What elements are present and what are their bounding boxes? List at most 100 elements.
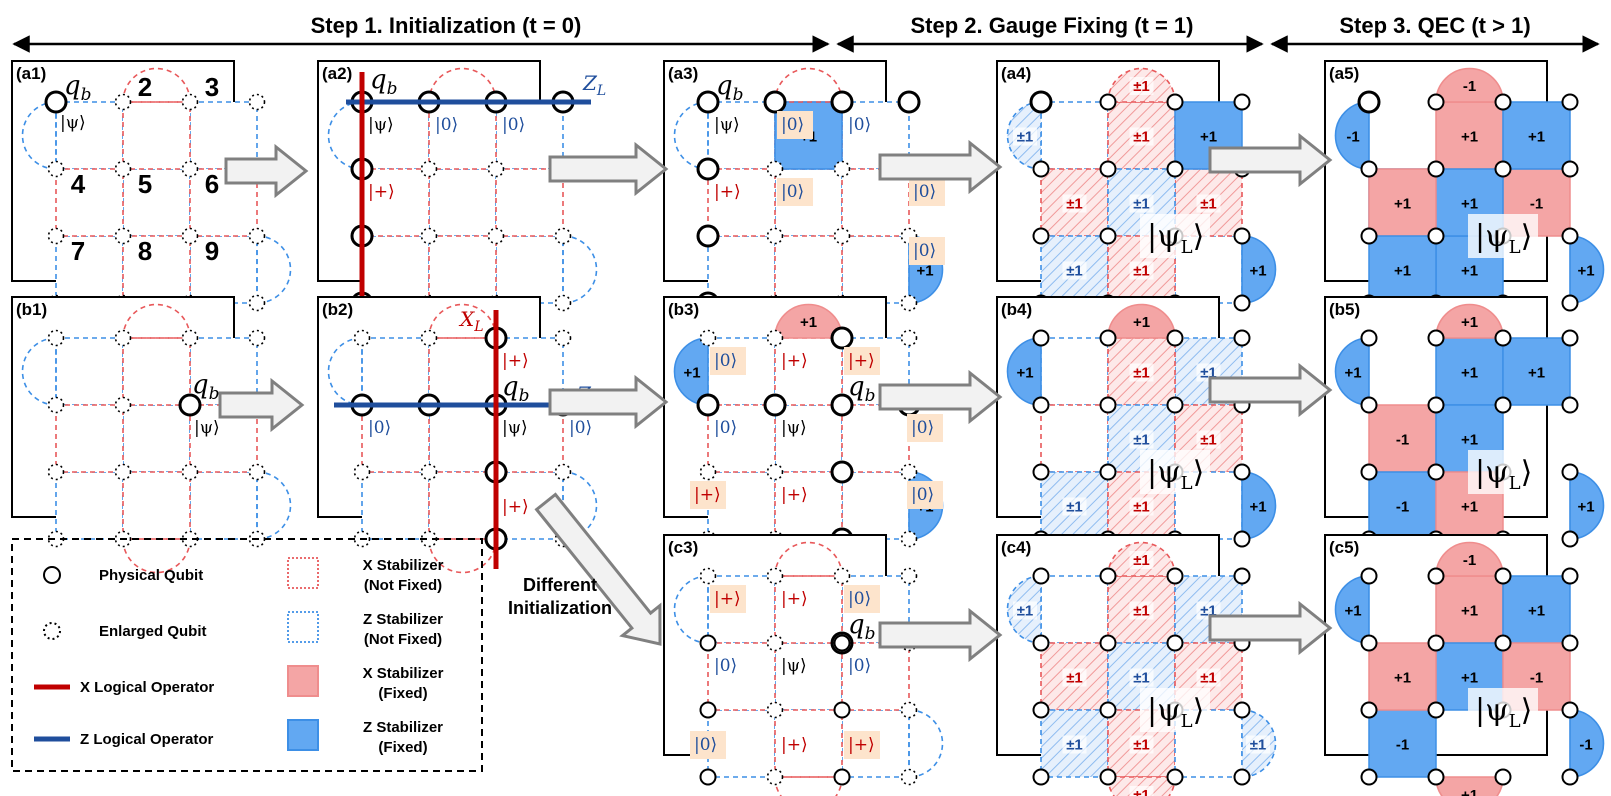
qb-q: q — [716, 71, 733, 101]
z-stabilizer — [122, 168, 191, 237]
ket-zero: |0⟩ — [781, 115, 804, 135]
x-stabilizer — [428, 101, 497, 170]
z-stabilizer — [495, 235, 564, 304]
z-boundary-stabilizer — [1569, 235, 1605, 304]
ket-zero: |0⟩ — [694, 735, 717, 755]
physical-qubit — [1233, 768, 1251, 786]
stabilizer-value: +1 — [1394, 263, 1411, 280]
physical-qubit — [1166, 396, 1184, 414]
x-stabilizer — [1368, 168, 1437, 237]
z-boundary-stabilizer — [1334, 337, 1370, 406]
z-boundary-stabilizer — [1569, 471, 1605, 540]
enlarged-qubit — [420, 160, 438, 178]
init-state-bg — [844, 731, 880, 759]
enlarged-qubit — [181, 160, 199, 178]
z-stabilizer — [841, 471, 910, 540]
enlarged-qubit — [114, 396, 132, 414]
step1-title: Step 1. Initialization (t = 0) — [311, 13, 582, 38]
z-stabilizer — [1040, 101, 1109, 170]
enlarged-qubit — [420, 329, 438, 347]
physical-qubit — [1427, 227, 1445, 245]
legend-x-stab-nf-1: X Stabilizer — [363, 557, 444, 574]
panel-label-c3: (c3) — [668, 538, 698, 557]
enlarged-qubit — [900, 567, 918, 585]
stabilizer-value: -1 — [1463, 552, 1476, 569]
physical-qubit — [1360, 329, 1378, 347]
physical-qubit — [696, 90, 720, 114]
logical-state: |ψL⟩ — [1147, 693, 1204, 732]
legend-enlarged-qubit-icon — [43, 622, 61, 640]
stabilizer-value: +1 — [1133, 314, 1150, 331]
z-boundary-stabilizer — [673, 337, 709, 406]
legend-z-stab-f-1: Z Stabilizer — [363, 719, 443, 736]
qb-sub: b — [519, 386, 530, 406]
stabilizer-value: -1 — [1530, 196, 1543, 213]
z-stabilizer — [841, 235, 910, 304]
ket-zero: |0⟩ — [911, 418, 934, 438]
value-bg — [1129, 430, 1154, 449]
stabilizer-value: ±1 — [1133, 365, 1150, 382]
psiL-sub: L — [1509, 711, 1521, 732]
physical-qubit — [833, 634, 851, 652]
value-bg — [1062, 668, 1087, 687]
physical-qubit — [1099, 93, 1117, 111]
ket-zero: |0⟩ — [714, 351, 737, 371]
panel-label-a3: (a3) — [668, 64, 698, 83]
z-boundary-stabilizer — [562, 235, 598, 304]
physical-qubit — [1099, 463, 1117, 481]
physical-qubit — [833, 768, 851, 786]
enlarged-qubit — [554, 227, 572, 245]
ket-zero: |0⟩ — [714, 418, 737, 438]
ket-zero: |0⟩ — [435, 115, 458, 135]
legend-z-logical: Z Logical Operator — [80, 731, 214, 748]
value-bg — [1062, 261, 1087, 280]
physical-qubit — [1032, 634, 1050, 652]
ket-zero: |0⟩ — [569, 418, 592, 438]
legend-x-stab-f-1: X Stabilizer — [363, 665, 444, 682]
physical-qubit — [1032, 768, 1050, 786]
z-stabilizer — [1368, 709, 1437, 778]
legend-x-stab-nf-2: (Not Fixed) — [364, 577, 442, 594]
physical-qubit — [1494, 768, 1512, 786]
psiL-sub: L — [1181, 473, 1193, 494]
panel: +1+1-1+1-1+1-1+1+1-1(c5)|ψL⟩ — [1324, 534, 1605, 796]
enlarged-qubit — [114, 93, 132, 111]
value-bg — [1129, 601, 1154, 620]
enlarged-qubit — [766, 701, 784, 719]
stabilizer-value: ±1 — [1133, 78, 1150, 95]
enlarged-qubit — [699, 463, 717, 481]
qb-label: qb — [370, 65, 398, 99]
init-state-bg — [690, 731, 726, 759]
stabilizer-value: +1 — [1249, 499, 1266, 516]
physical-qubit — [833, 701, 851, 719]
psiL-main: |ψ — [1475, 693, 1509, 728]
x-stabilizer — [55, 404, 124, 473]
panel: +1+1-1+1+1+1+1+1-1-1+1+1(a5)|ψL⟩ — [1324, 60, 1605, 338]
panel: (b2)XLZLqb|+⟩|0⟩|ψ⟩|0⟩|+⟩ — [317, 296, 600, 574]
qb-label: qb — [848, 610, 876, 644]
z-stabilizer — [189, 235, 258, 304]
stabilizer-value: ±1 — [1133, 787, 1150, 796]
physical-qubit — [1357, 90, 1381, 114]
qubit-number: 4 — [71, 169, 86, 199]
psiL-end: ⟩ — [1521, 219, 1533, 254]
physical-qubit — [1427, 701, 1445, 719]
panel: (c3)qb|+⟩|+⟩|0⟩|0⟩|ψ⟩|0⟩|0⟩|+⟩|+⟩ — [663, 534, 944, 796]
qubit-number: 6 — [205, 169, 219, 199]
physical-qubit — [1233, 329, 1251, 347]
panel-label-b5: (b5) — [1329, 300, 1360, 319]
enlarged-qubit — [766, 227, 784, 245]
x-stabilizer — [707, 404, 776, 473]
qb-q: q — [64, 71, 81, 101]
x-boundary-stabilizer — [1107, 303, 1176, 339]
x-stabilizer — [1368, 642, 1437, 711]
enlarged-qubit — [699, 567, 717, 585]
stabilizer-value: ±1 — [1133, 263, 1150, 280]
ket-zero: |0⟩ — [913, 241, 936, 261]
enlarged-qubit — [114, 160, 132, 178]
physical-qubit — [1427, 160, 1445, 178]
arrow-a4-a5 — [1208, 132, 1333, 188]
value-bg — [1013, 601, 1037, 620]
panel-label-a4: (a4) — [1001, 64, 1031, 83]
stabilizer-value: +1 — [1394, 670, 1411, 687]
